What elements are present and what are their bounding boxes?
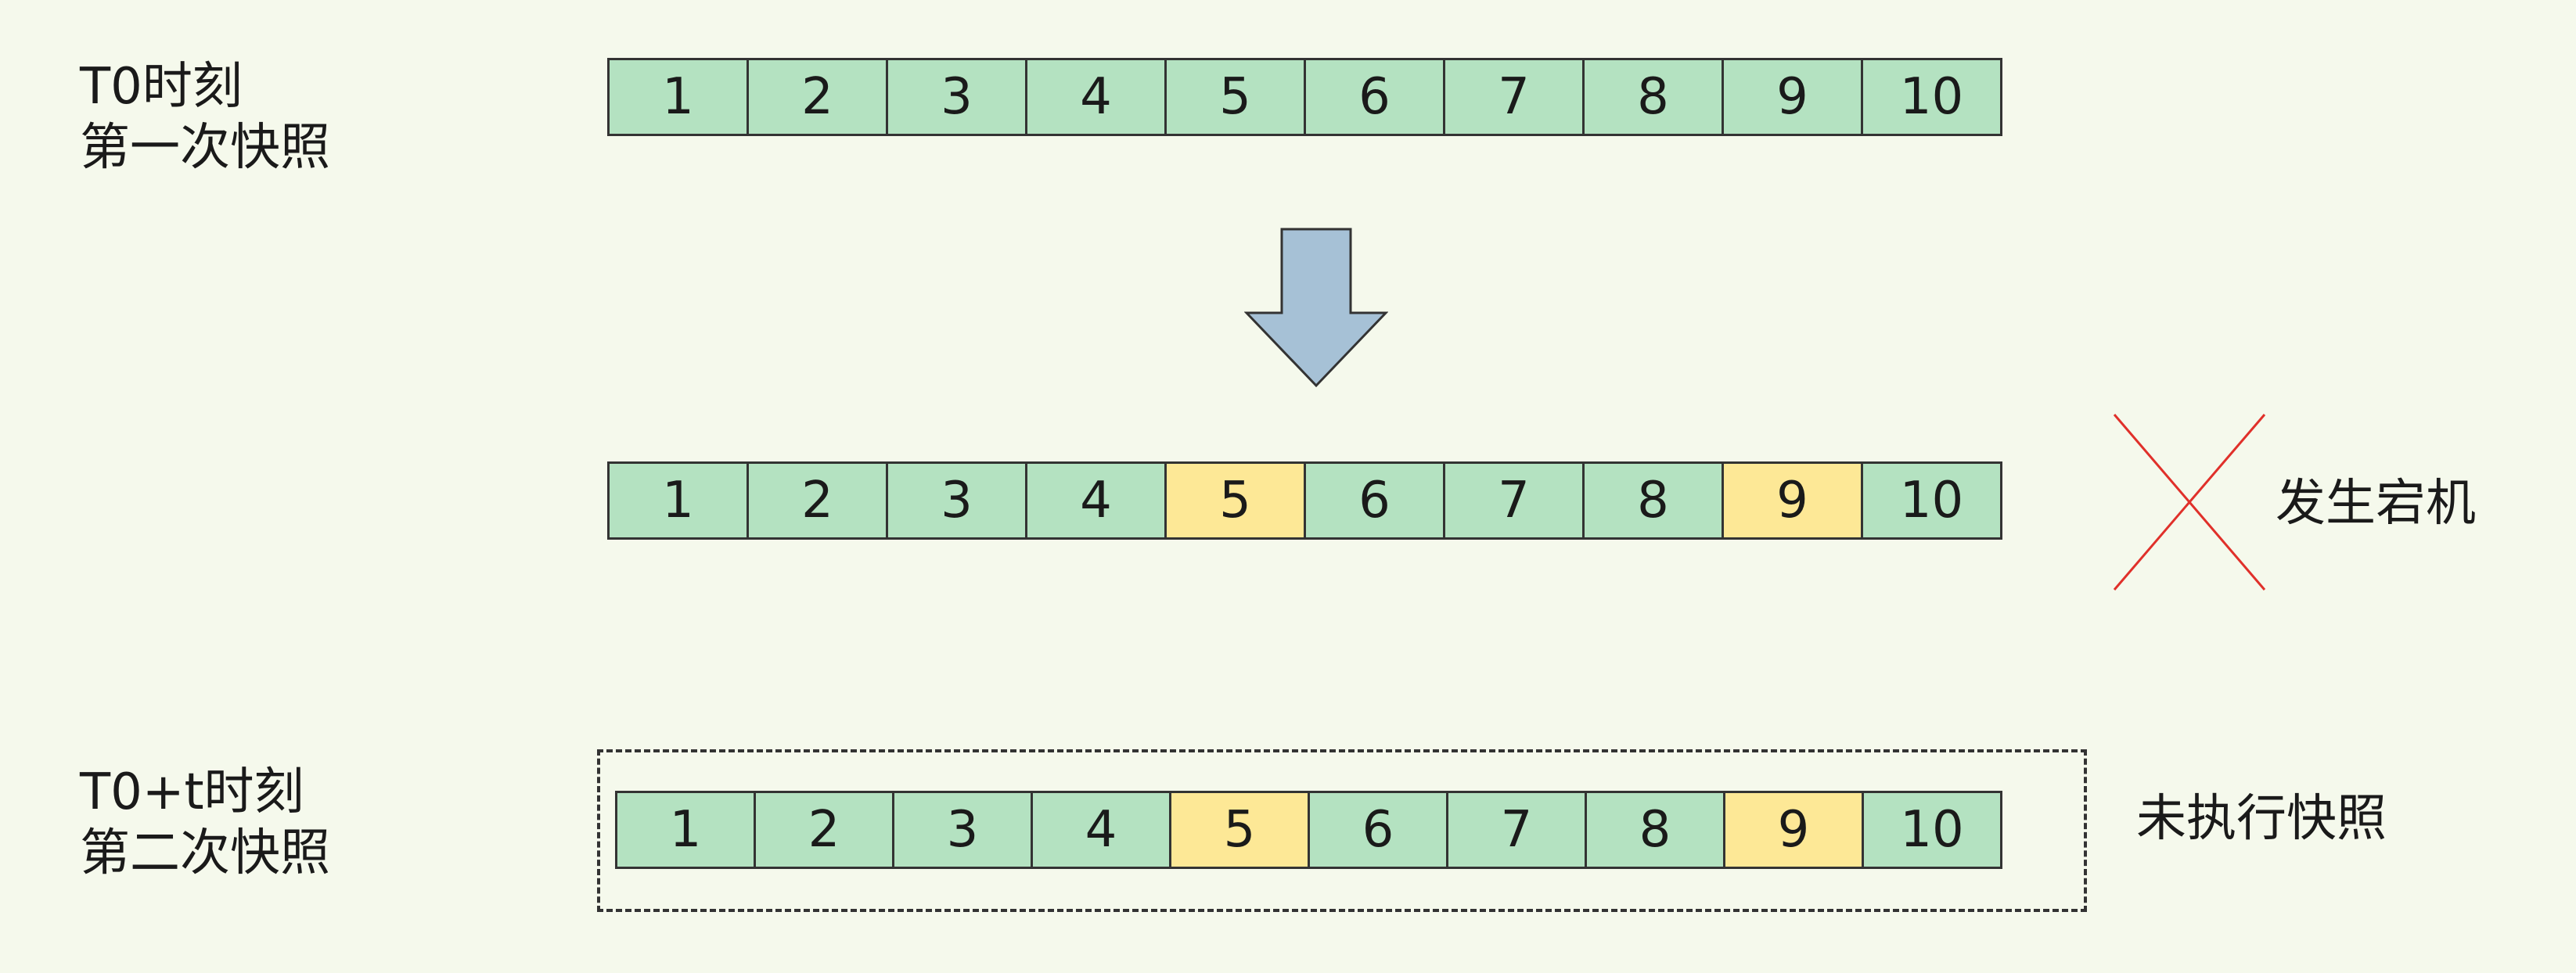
memory-cell-modified: 9 xyxy=(1722,461,1863,540)
memory-cell: 10 xyxy=(1862,791,2002,869)
memory-cell: 10 xyxy=(1861,461,2002,540)
down-arrow-icon xyxy=(1244,228,1388,388)
memory-cell: 3 xyxy=(886,58,1027,136)
cross-mark-icon xyxy=(2113,414,2266,591)
snapshot-1-label: T0时刻 第一次快照 xyxy=(80,56,330,178)
memory-cell: 7 xyxy=(1443,461,1585,540)
snapshot-2-time: T0+t时刻 xyxy=(80,763,304,821)
crash-label: 发生宕机 xyxy=(2276,475,2476,533)
memory-cell: 3 xyxy=(886,461,1027,540)
memory-cell: 7 xyxy=(1446,791,1587,869)
snapshot-1-time: T0时刻 xyxy=(80,58,243,116)
memory-cell: 4 xyxy=(1031,791,1171,869)
snapshot-not-executed-label: 未执行快照 xyxy=(2136,790,2387,848)
memory-cell: 1 xyxy=(607,58,749,136)
memory-cell: 3 xyxy=(892,791,1033,869)
pending-snapshot-frame xyxy=(597,749,2087,912)
memory-cell-modified: 5 xyxy=(1164,461,1306,540)
memory-cell: 2 xyxy=(747,58,888,136)
snapshot-2-label: T0+t时刻 第二次快照 xyxy=(80,762,330,884)
memory-cell: 7 xyxy=(1443,58,1585,136)
memory-cell: 5 xyxy=(1164,58,1306,136)
snapshot-1-title: 第一次快照 xyxy=(80,119,330,178)
memory-cell: 6 xyxy=(1304,58,1445,136)
memory-cell: 6 xyxy=(1304,461,1445,540)
memory-cell: 8 xyxy=(1582,58,1724,136)
memory-cell: 1 xyxy=(607,461,749,540)
memory-cell: 10 xyxy=(1861,58,2002,136)
memory-cell-modified: 5 xyxy=(1169,791,1310,869)
memory-cell: 1 xyxy=(615,791,756,869)
memory-cell: 2 xyxy=(747,461,888,540)
memory-cell: 2 xyxy=(754,791,894,869)
memory-cell: 4 xyxy=(1025,461,1167,540)
memory-cell: 6 xyxy=(1308,791,1448,869)
memory-cell: 8 xyxy=(1585,791,1725,869)
memory-cell: 4 xyxy=(1025,58,1167,136)
memory-cell: 8 xyxy=(1582,461,1724,540)
memory-cell: 9 xyxy=(1722,58,1863,136)
snapshot-2-title: 第二次快照 xyxy=(80,824,330,883)
memory-cell-modified: 9 xyxy=(1723,791,1864,869)
